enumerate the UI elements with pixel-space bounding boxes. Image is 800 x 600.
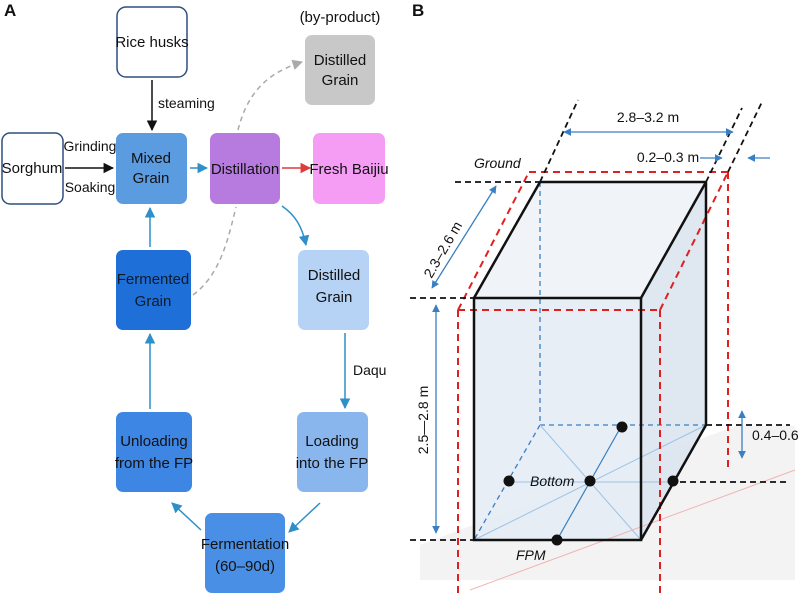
extension-lines (410, 99, 790, 541)
byproduct-line2: Grain (322, 72, 359, 89)
distilled-grain-line2: Grain (316, 289, 353, 306)
dim-depth-arrow (431, 185, 497, 289)
daqu-label: Daqu (353, 362, 386, 378)
sample-point-back (616, 421, 628, 433)
node-fermentation: Fermentation (60–90d) (201, 513, 289, 593)
loading-line1: Loading (305, 433, 358, 450)
node-fermented-grain: Fermented Grain (116, 250, 191, 330)
cube-top-face (474, 182, 706, 298)
unloading-line1: Unloading (120, 433, 188, 450)
node-sorghum: Sorghum (1, 132, 64, 205)
fpm-label: FPM (516, 547, 546, 563)
panel-a: A Rice husks (by-product) Distilled Grai… (1, 1, 389, 593)
panel-b-label: B (412, 1, 424, 20)
cube-front-face (474, 298, 641, 540)
node-loading: Loading into the FP (296, 412, 369, 492)
sample-point-front (551, 534, 563, 546)
soaking-label: Soaking (65, 179, 116, 195)
node-fresh-baijiu: Fresh Baijiu (309, 133, 389, 204)
sample-point-right (667, 475, 679, 487)
edge-fermentation-to-unloading (171, 502, 202, 531)
loading-line2: into the FP (296, 455, 369, 472)
bottom-label: Bottom (530, 473, 575, 489)
wall-gap-label: 0.2–0.3 m (637, 149, 699, 165)
node-mixed-grain: Mixed Grain (116, 133, 187, 204)
node-distilled-grain-byproduct: Distilled Grain (305, 35, 375, 105)
node-distillation: Distillation (210, 133, 280, 204)
edge-distillation-to-byproduct (237, 59, 304, 131)
sorghum-label: Sorghum (2, 160, 63, 177)
edge-distillation-to-distilled (281, 205, 310, 247)
width-label: 2.8–3.2 m (617, 109, 679, 125)
edge-loading-to-fermentation (288, 502, 321, 533)
fermented-grain-line2: Grain (135, 293, 172, 310)
unloading-line2: from the FP (115, 455, 193, 472)
rice-husks-label: Rice husks (115, 34, 188, 51)
ground-label: Ground (474, 155, 522, 171)
edge-fermented-to-distillation (192, 206, 237, 296)
fermentation-line1: Fermentation (201, 536, 289, 553)
byproduct-line1: Distilled (314, 52, 367, 69)
height-label: 2.5—2.8 m (415, 386, 431, 454)
distillation-label: Distillation (211, 161, 279, 178)
by-product-note: (by-product) (300, 9, 381, 26)
mixed-grain-line1: Mixed (131, 150, 171, 167)
panel-a-label: A (4, 1, 16, 20)
node-distilled-grain: Distilled Grain (298, 250, 369, 330)
sample-point-left (503, 475, 515, 487)
node-rice-husks: Rice husks (115, 6, 189, 78)
steaming-label: steaming (158, 95, 215, 111)
node-unloading: Unloading from the FP (115, 412, 193, 492)
floor-pink-line (469, 469, 796, 591)
sample-point-center (584, 475, 596, 487)
fermentation-line2: (60–90d) (215, 558, 275, 575)
mixed-grain-line2: Grain (133, 170, 170, 187)
fermented-grain-line1: Fermented (117, 271, 190, 288)
fresh-baijiu-label: Fresh Baijiu (309, 161, 388, 178)
distilled-grain-line1: Distilled (308, 267, 361, 284)
grinding-label: Grinding (64, 138, 117, 154)
panel-b: B (410, 1, 800, 597)
bottom-layer-label: 0.4–0.6 m (752, 427, 800, 443)
